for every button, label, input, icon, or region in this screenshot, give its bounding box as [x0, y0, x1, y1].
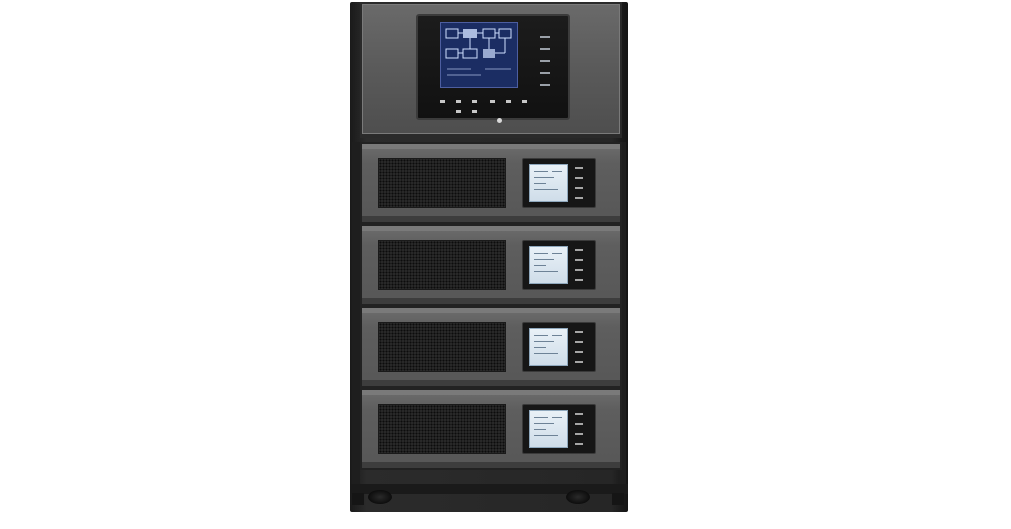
module-key[interactable]	[575, 351, 583, 353]
ventilation-grille	[378, 404, 506, 454]
caster-wheel	[566, 490, 590, 504]
mimic-diagram	[445, 28, 512, 76]
module-key[interactable]	[575, 167, 583, 169]
ventilation-grille	[378, 240, 506, 290]
module-key[interactable]	[575, 269, 583, 271]
escape-icon[interactable]	[440, 100, 445, 103]
indicator-line	[540, 36, 550, 38]
module-key[interactable]	[575, 423, 583, 425]
power-icon[interactable]	[497, 118, 502, 123]
ups-cabinet	[350, 2, 628, 512]
module-key[interactable]	[575, 341, 583, 343]
inverter-block	[482, 28, 496, 39]
module-key[interactable]	[575, 177, 583, 179]
indicator-line	[540, 60, 550, 62]
module-lcd	[529, 246, 568, 284]
module-lcd	[529, 410, 568, 448]
module-key[interactable]	[575, 259, 583, 261]
caster-wheel	[368, 490, 392, 504]
arrow-key[interactable]	[456, 110, 461, 113]
power-module-3	[360, 306, 622, 388]
indicator-line	[540, 84, 550, 86]
module-key[interactable]	[575, 249, 583, 251]
module-key[interactable]	[575, 413, 583, 415]
ventilation-grille	[378, 322, 506, 372]
power-module-2	[360, 224, 622, 306]
display-bezel	[416, 14, 570, 120]
module-key[interactable]	[575, 433, 583, 435]
module-key[interactable]	[575, 443, 583, 445]
static-switch-block	[483, 49, 495, 58]
module-lcd	[529, 164, 568, 202]
down-arrow-icon[interactable]	[490, 100, 495, 103]
leveling-foot	[612, 493, 624, 505]
indicator-line	[540, 48, 550, 50]
enter-icon[interactable]	[472, 100, 477, 103]
rectifier-block	[463, 29, 477, 38]
input-block	[445, 28, 459, 39]
module-key[interactable]	[575, 187, 583, 189]
ventilation-grille	[378, 158, 506, 208]
module-key[interactable]	[575, 331, 583, 333]
function-key[interactable]	[506, 100, 511, 103]
arrow-key[interactable]	[472, 110, 477, 113]
module-key[interactable]	[575, 279, 583, 281]
module-lcd	[529, 328, 568, 366]
left-rail	[352, 142, 360, 492]
battery-block	[445, 48, 459, 59]
module-display	[522, 158, 596, 208]
module-display	[522, 322, 596, 372]
control-panel	[360, 2, 622, 138]
cabinet-base	[350, 484, 628, 494]
module-key[interactable]	[575, 197, 583, 199]
indicator-line	[540, 72, 550, 74]
up-arrow-icon[interactable]	[456, 100, 461, 103]
module-display	[522, 240, 596, 290]
main-lcd-screen	[440, 22, 518, 88]
output-block	[498, 28, 512, 39]
power-module-1	[360, 142, 622, 224]
module-display	[522, 404, 596, 454]
bypass-block	[462, 48, 478, 59]
power-module-4	[360, 388, 622, 470]
module-key[interactable]	[575, 361, 583, 363]
leveling-foot	[352, 493, 364, 505]
function-key[interactable]	[522, 100, 527, 103]
right-rail	[618, 142, 626, 492]
